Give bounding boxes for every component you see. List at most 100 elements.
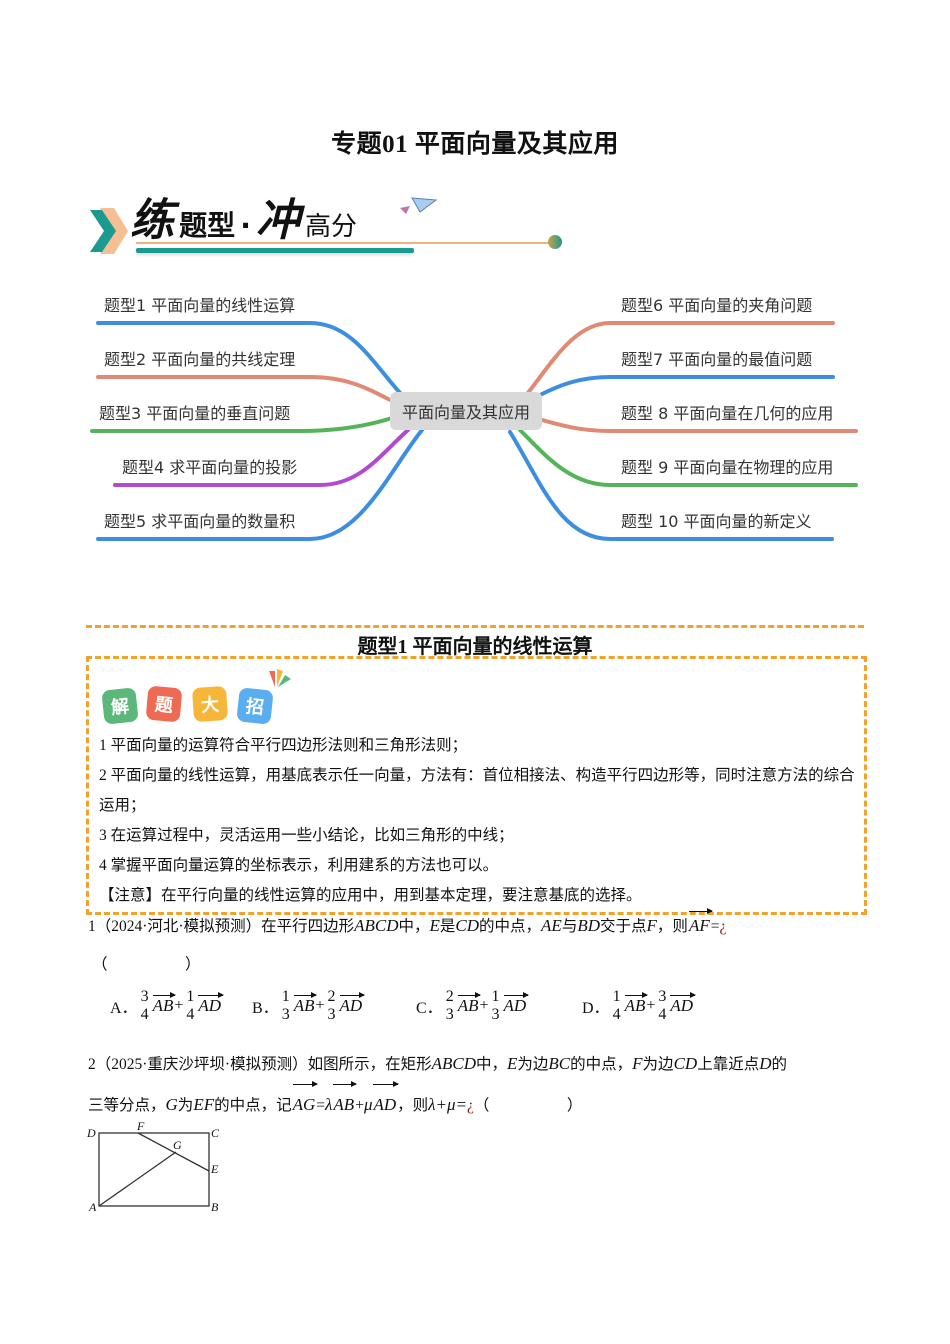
question-source: （2024·河北·模拟预测） [95, 918, 262, 935]
question-source: （2025·重庆沙坪坝·模拟预测） [95, 1056, 308, 1073]
label-e: E [211, 1162, 219, 1176]
math-var: BC [548, 1054, 571, 1073]
badge-da: 大 [191, 685, 229, 723]
vector-ab: AB [333, 1081, 357, 1125]
vector-ab: AB [293, 992, 318, 1015]
mindmap-node-type6: 题型6 平面向量的夹角问题 [621, 296, 813, 315]
vector-ab: AB [624, 992, 649, 1015]
option-letter: B． [252, 1000, 279, 1017]
banner-heading: 练 题型 · 冲 高分 [130, 184, 357, 248]
vector-ad: AD [503, 992, 529, 1015]
mindmap-node-type7: 题型7 平面向量的最值问题 [621, 350, 813, 369]
tip-item: 4 掌握平面向量运算的坐标表示，利用建系的方法也可以。 [99, 857, 499, 874]
q-text: 的中点，记 [214, 1097, 292, 1114]
plus-sign: + [646, 997, 656, 1014]
vector-ab: AB [152, 992, 177, 1015]
numerator: 1 [491, 988, 500, 1005]
q-text: 交于点 [600, 918, 647, 935]
answer-blank: （ ） [92, 956, 201, 973]
mindmap: 平面向量及其应用 题型1 平面向量的线性运算 题型2 平面向量的共线定理 题型3… [0, 280, 950, 560]
vector-ab: AB [457, 992, 482, 1015]
q-text: 在平行四边形 [261, 918, 355, 935]
plus-sign: + [174, 997, 184, 1014]
vector-af: AF [688, 908, 713, 940]
tips-list: 1 平面向量的运算符合平行四边形法则和三角形法则； 2 平面向量的线性运算，用基… [99, 731, 859, 911]
question-2: 2（2025·重庆沙坪坝·模拟预测）如图所示，在矩形ABCD中，E为边BC的中点… [88, 1044, 868, 1126]
math-var: EF [193, 1095, 215, 1114]
vector-ad: AD [339, 992, 365, 1015]
banner-text-types: 题型 [179, 209, 236, 242]
banner-underline [136, 248, 414, 253]
mindmap-node-type1: 题型1 平面向量的线性运算 [104, 296, 296, 315]
tip-item: 1 平面向量的运算符合平行四边形法则和三角形法则； [99, 737, 468, 754]
denominator: 4 [658, 1006, 667, 1023]
question-number: 2 [88, 1056, 96, 1073]
question-1: 1（2024·河北·模拟预测）在平行四边形ABCD中，E是CD的中点，AE与BD… [88, 908, 868, 941]
numerator: 3 [658, 988, 667, 1005]
badge-jie: 解 [101, 687, 139, 725]
tip-item: 2 平面向量的线性运算，用基底表示任一向量，方法有：首位相接法、构造平行四边形等… [99, 767, 855, 814]
denominator: 4 [612, 1006, 621, 1023]
label-c: C [211, 1126, 220, 1140]
banner-divider-line [136, 242, 554, 244]
q-text: 为 [177, 1097, 194, 1114]
math-var: CD [673, 1054, 698, 1073]
equals-sign: = [710, 918, 720, 935]
mu-symbol: μ [363, 1095, 373, 1114]
math-var: ABCD [431, 1054, 476, 1073]
plus-sign: + [315, 997, 325, 1014]
spark-icon [269, 669, 291, 687]
lambda-symbol: λ [325, 1095, 333, 1114]
numerator: 1 [281, 988, 290, 1005]
numerator: 2 [327, 988, 336, 1005]
tip-item: 3 在运算过程中，灵活运用一些小结论，比如三角形的中线； [99, 827, 514, 844]
q-text: 中， [398, 918, 430, 935]
q-text: 与 [561, 918, 578, 935]
denominator: 4 [140, 1006, 149, 1023]
denominator: 3 [491, 1006, 500, 1023]
math-var: E [429, 916, 440, 935]
q-text: 为边 [517, 1056, 549, 1073]
label-b: B [211, 1200, 219, 1214]
numerator: 1 [612, 988, 621, 1005]
geometry-diagram [98, 1132, 210, 1207]
denominator: 3 [327, 1006, 336, 1023]
answer-blank: （ ） [473, 1097, 583, 1114]
denominator: 3 [281, 1006, 290, 1023]
mindmap-node-type5: 题型5 求平面向量的数量积 [104, 512, 296, 531]
math-var: CD [455, 916, 480, 935]
rectangle-figure: D F C G E A B [84, 1118, 234, 1218]
math-var: BD [577, 916, 601, 935]
mindmap-node-type8: 题型 8 平面向量在几何的应用 [621, 404, 834, 423]
banner-end-dot [548, 235, 562, 249]
mindmap-node-type2: 题型2 平面向量的共线定理 [104, 350, 296, 369]
math-var: ABCD [354, 916, 399, 935]
q-text: 的中点， [479, 918, 542, 935]
numerator: 1 [186, 988, 195, 1005]
q-text: 如图所示，在矩形 [307, 1056, 432, 1073]
tips-badge-group: 解 题 大 招 [101, 669, 293, 727]
plus-sign: + [355, 1097, 364, 1114]
math-var: F [646, 916, 657, 935]
vector-ad: AD [198, 992, 224, 1015]
banner-text-score: 高分 [305, 212, 358, 242]
tips-box: 解 题 大 招 1 平面向量的运算符合平行四边形法则和三角形法则； 2 平面向量… [86, 656, 867, 915]
answer-placeholder: ¿ [719, 918, 727, 935]
label-f: F [137, 1119, 145, 1133]
banner-dot: · [240, 209, 251, 242]
chevron-right-icon [90, 208, 128, 254]
numerator: 3 [140, 988, 149, 1005]
mindmap-node-type4: 题型4 求平面向量的投影 [122, 458, 298, 477]
label-g: G [173, 1138, 182, 1152]
question-number: 1 [88, 918, 96, 935]
denominator: 3 [445, 1006, 454, 1023]
